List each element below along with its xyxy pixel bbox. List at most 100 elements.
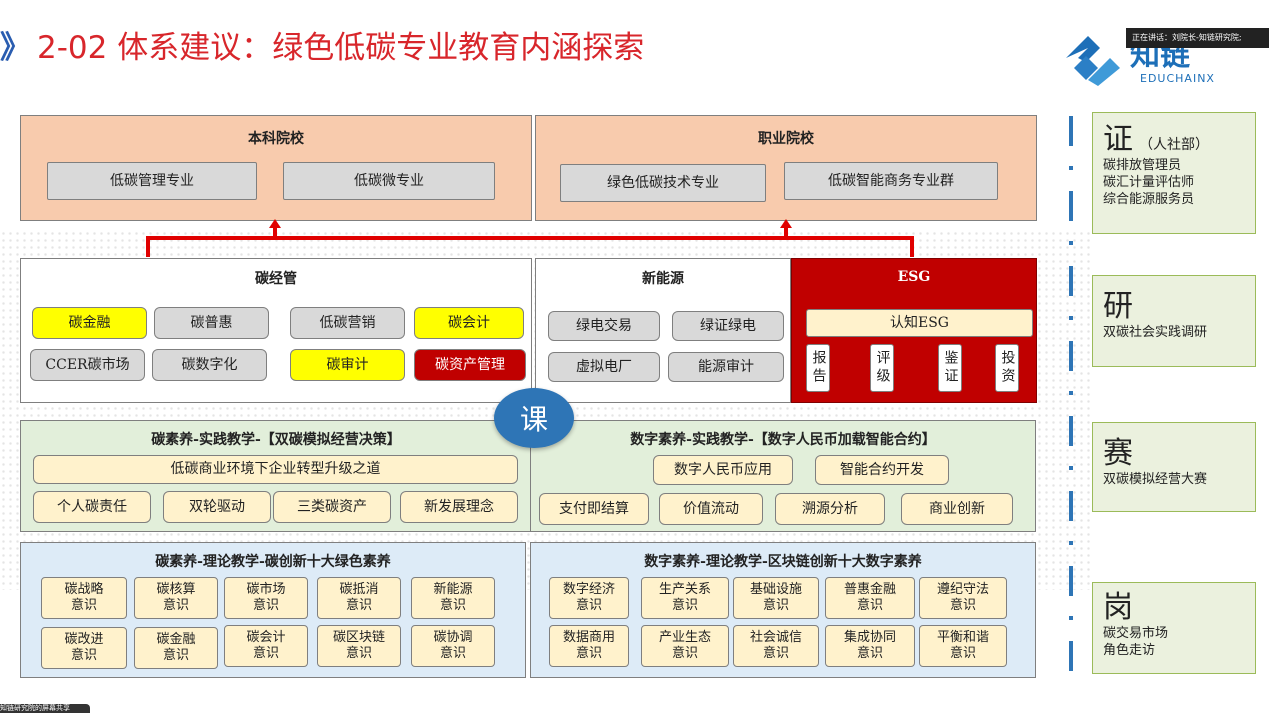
side-big-char: 研 [1103, 289, 1133, 324]
carbon-item: CCER碳市场 [30, 349, 145, 381]
item-line1: 基础设施 [749, 582, 802, 597]
carbon-practice-item: 个人碳责任 [33, 491, 151, 523]
item-line2: 意识 [345, 646, 372, 661]
side-big-char: 赛 [1103, 436, 1133, 471]
carbon-mgmt-title: 碳经管 [255, 271, 297, 287]
carbon-theory-item: 碳市场意识 [224, 577, 308, 619]
side-panel-competition: 赛 双碳模拟经营大赛 [1092, 422, 1256, 512]
carbon-item: 碳审计 [290, 349, 405, 381]
esg-title: ESG [897, 269, 931, 285]
digital-theory-item: 集成协同意识 [825, 625, 915, 667]
item-line1: 平衡和谐 [936, 630, 989, 645]
digital-practice-item: 数字人民币应用 [653, 455, 793, 485]
undergrad-title: 本科院校 [248, 131, 304, 147]
item-line2: 意识 [762, 646, 789, 661]
item-line1: 社会诚信 [749, 630, 802, 645]
digital-theory-item: 社会诚信意识 [733, 625, 819, 667]
carbon-practice-item: 双轮驱动 [163, 491, 271, 523]
carbon-theory-item: 碳协调意识 [411, 625, 495, 667]
carbon-theory-item: 碳核算意识 [134, 577, 218, 619]
digital-practice-item: 智能合约开发 [815, 455, 949, 485]
side-line: 角色走访 [1103, 643, 1156, 658]
undergrad-panel: 本科院校 低碳管理专业 低碳微专业 [20, 115, 532, 221]
carbon-theory-item: 碳抵消意识 [317, 577, 401, 619]
item-line2: 意识 [162, 598, 189, 613]
item-line1: 遵纪守法 [936, 582, 989, 597]
side-line: 双碳社会实践调研 [1103, 325, 1208, 340]
carbon-mgmt-panel: 碳经管 碳金融 碳普惠 低碳营销 碳会计 CCER碳市场 碳数字化 碳审计 碳资… [20, 258, 532, 403]
side-line: 综合能源服务员 [1103, 192, 1195, 207]
digital-theory-panel: 数字素养-理论教学-区块链创新十大数字素养 数字经济意识 生产关系意识 基础设施… [530, 542, 1036, 678]
item-line2: 意识 [439, 646, 466, 661]
side-panel-research: 研 双碳社会实践调研 [1092, 275, 1256, 367]
esg-item: 投资 [995, 344, 1019, 392]
item-line1: 碳区块链 [332, 630, 385, 645]
digital-theory-item: 普惠金融意识 [825, 577, 915, 619]
side-panel-certificate: 证（人社部） 碳排放管理员 碳汇计量评估师 综合能源服务员 [1092, 112, 1256, 234]
item-line1: 产业生态 [658, 630, 711, 645]
logo-sub: EDUCHAINX [1140, 72, 1215, 85]
item-line2: 意识 [671, 598, 698, 613]
vertical-separator [1066, 116, 1076, 676]
side-line: 碳交易市场 [1103, 626, 1169, 641]
page-title: 》2-02 体系建议：绿色低碳专业教育内涵探索 [0, 22, 644, 67]
new-energy-panel: 新能源 绿电交易 绿证绿电 虚拟电厂 能源审计 [535, 258, 791, 403]
item-line1: 数字经济 [562, 582, 615, 597]
item-line1: 普惠金融 [843, 582, 896, 597]
side-big-char: 岗 [1103, 590, 1133, 625]
carbon-practice-item: 三类碳资产 [273, 491, 391, 523]
carbon-practice-title: 碳素养-实践教学-【双碳模拟经营决策】 [151, 432, 401, 448]
carbon-practice-panel: 碳素养-实践教学-【双碳模拟经营决策】 低碳商业环境下企业转型升级之道 个人碳责… [20, 420, 532, 532]
item-line2: 意识 [575, 646, 602, 661]
digital-practice-item: 溯源分析 [775, 493, 885, 525]
carbon-item: 碳普惠 [154, 307, 269, 339]
vocational-panel: 职业院校 绿色低碳技术专业 低碳智能商务专业群 [535, 115, 1037, 221]
digital-theory-item: 产业生态意识 [641, 625, 729, 667]
item-line2: 意识 [345, 598, 372, 613]
side-line: 碳排放管理员 [1103, 158, 1182, 173]
carbon-practice-wide: 低碳商业环境下企业转型升级之道 [33, 455, 518, 484]
title-arrow-icon: 》 [0, 30, 31, 66]
item-line2: 意识 [949, 646, 976, 661]
side-sub: （人社部） [1139, 137, 1209, 153]
undergrad-item: 低碳管理专业 [47, 162, 257, 200]
esg-know-box: 认知ESG [806, 309, 1033, 337]
carbon-item: 低碳营销 [290, 307, 405, 339]
item-line2: 意识 [439, 598, 466, 613]
carbon-item: 碳会计 [414, 307, 524, 339]
energy-item: 绿电交易 [548, 311, 660, 341]
carbon-theory-item: 新能源意识 [411, 577, 495, 619]
item-line2: 意识 [252, 598, 279, 613]
carbon-theory-item: 碳改进意识 [41, 627, 127, 669]
carbon-item: 碳数字化 [152, 349, 267, 381]
title-text: 2-02 体系建议：绿色低碳专业教育内涵探索 [37, 30, 645, 66]
undergrad-item: 低碳微专业 [283, 162, 495, 200]
side-big-char: 证 [1103, 122, 1133, 157]
carbon-item: 碳资产管理 [414, 349, 526, 381]
item-line1: 碳改进 [64, 632, 104, 647]
item-line1: 碳市场 [246, 582, 286, 597]
esg-panel: ESG 认知ESG 报告 评级 鉴证 投资 [791, 258, 1037, 403]
digital-practice-item: 支付即结算 [539, 493, 649, 525]
item-line1: 集成协同 [843, 630, 896, 645]
carbon-theory-panel: 碳素养-理论教学-碳创新十大绿色素养 碳战略意识 碳核算意识 碳市场意识 碳抵消… [20, 542, 526, 678]
item-line2: 意识 [856, 598, 883, 613]
item-line2: 意识 [949, 598, 976, 613]
vocational-item: 绿色低碳技术专业 [560, 164, 766, 202]
digital-theory-item: 数字经济意识 [549, 577, 629, 619]
item-line1: 生产关系 [658, 582, 711, 597]
side-panel-position: 岗 碳交易市场 角色走访 [1092, 582, 1256, 674]
item-line1: 碳抵消 [339, 582, 379, 597]
carbon-theory-item: 碳金融意识 [134, 627, 218, 669]
esg-item: 报告 [806, 344, 830, 392]
speaker-banner: 正在讲话：刘院长-知链研究院; [1126, 28, 1269, 48]
esg-item: 鉴证 [938, 344, 962, 392]
carbon-practice-item: 新发展理念 [400, 491, 518, 523]
esg-item: 评级 [870, 344, 894, 392]
vocational-title: 职业院校 [758, 131, 814, 147]
digital-practice-panel: 数字素养-实践教学-【数字人民币加载智能合约】 数字人民币应用 智能合约开发 支… [530, 420, 1036, 532]
carbon-theory-item: 碳战略意识 [41, 577, 127, 619]
item-line1: 碳金融 [156, 632, 196, 647]
item-line2: 意识 [856, 646, 883, 661]
item-line1: 碳核算 [156, 582, 196, 597]
